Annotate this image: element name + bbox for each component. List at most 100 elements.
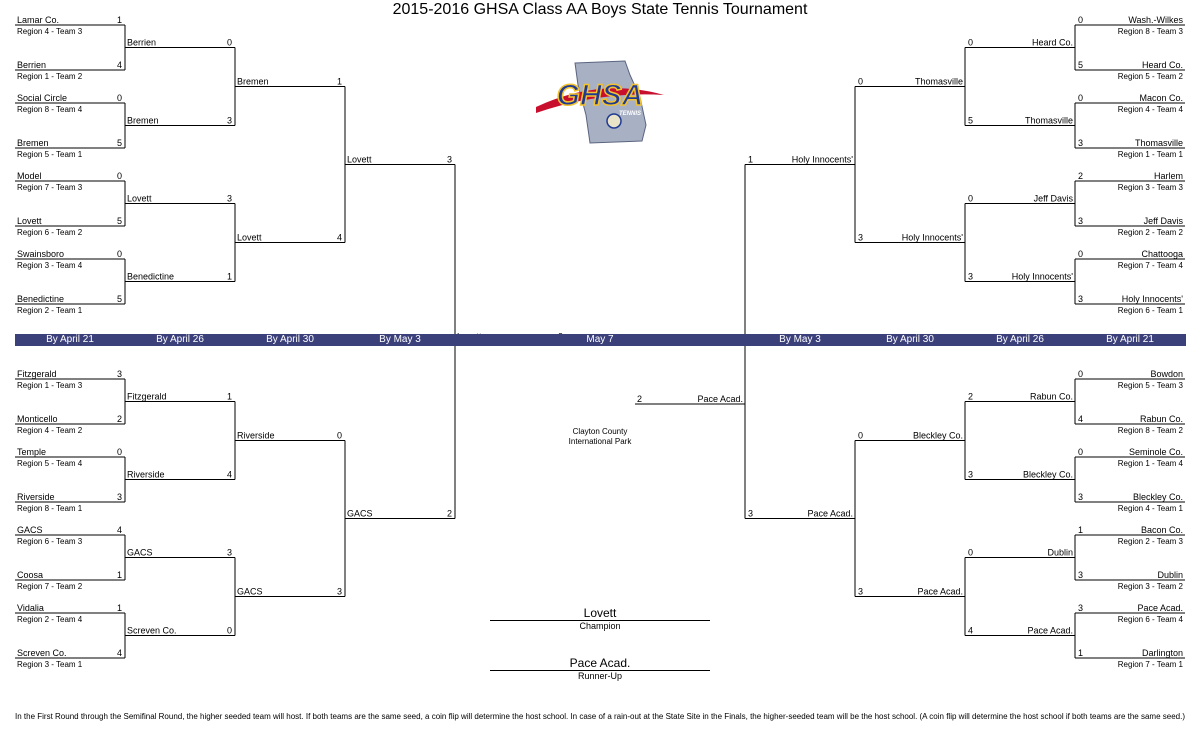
- left-r1-team: Vidalia: [17, 603, 44, 613]
- left-r2-team: Bremen: [127, 116, 159, 126]
- right-r1-score: 3: [1078, 294, 1083, 304]
- left-r1-score: 3: [117, 492, 122, 502]
- left-r1-score: 1: [117, 15, 122, 25]
- right-r2-score: 3: [968, 272, 973, 282]
- right-r3-score: 3: [858, 587, 863, 597]
- venue-line-1: Clayton County: [572, 427, 628, 436]
- right-r1-seed: Region 7 - Team 4: [1118, 261, 1184, 270]
- right-r1-score: 3: [1078, 492, 1083, 502]
- runner-up-label: Runner-Up: [490, 670, 710, 681]
- right-r1-score: 3: [1078, 216, 1083, 226]
- left-r1-team: Model: [17, 171, 42, 181]
- footer-note: In the First Round through the Semifinal…: [15, 712, 1185, 721]
- left-r1-team: Lamar Co.: [17, 15, 59, 25]
- left-r1-team: Swainsboro: [17, 249, 64, 259]
- left-r1-seed: Region 7 - Team 2: [17, 582, 83, 591]
- right-r1-team: Chattooga: [1141, 249, 1183, 259]
- right-r1-seed: Region 3 - Team 2: [1118, 582, 1184, 591]
- left-r1-seed: Region 6 - Team 3: [17, 537, 83, 546]
- right-r4-team: Holy Innocents': [792, 155, 854, 165]
- left-r1-score: 4: [117, 60, 122, 70]
- logo-subtext: TENNIS: [619, 111, 641, 117]
- right-r2-score: 5: [968, 116, 973, 126]
- right-r1-team: Seminole Co.: [1129, 447, 1183, 457]
- left-r2-team: Riverside: [127, 470, 165, 480]
- right-r4-score: 1: [748, 155, 753, 165]
- logo-wordmark: GHSA: [557, 79, 644, 112]
- left-r3-team: GACS: [237, 587, 263, 597]
- left-r1-score: 0: [117, 249, 122, 259]
- round-label-left-3: By April 30: [266, 334, 314, 345]
- left-r3-score: 4: [337, 233, 342, 243]
- right-r1-team: Bacon Co.: [1141, 525, 1183, 535]
- right-r1-score: 0: [1078, 15, 1083, 25]
- right-r4-score: 3: [748, 509, 753, 519]
- left-r2-team: Fitzgerald: [127, 392, 167, 402]
- left-r3-score: 1: [337, 77, 342, 87]
- left-r3-score: 0: [337, 431, 342, 441]
- round-label-right-3: By April 30: [886, 334, 934, 345]
- left-r1-score: 0: [117, 93, 122, 103]
- right-r1-seed: Region 4 - Team 4: [1118, 105, 1184, 114]
- round-label-left-1: By April 21: [46, 334, 94, 345]
- right-r1-team: Heard Co.: [1142, 60, 1183, 70]
- round-label-right-2: By April 26: [996, 334, 1044, 345]
- page-title: 2015-2016 GHSA Class AA Boys State Tenni…: [392, 1, 808, 18]
- runner-up-team: Pace Acad.: [569, 656, 631, 670]
- left-r1-seed: Region 8 - Team 4: [17, 105, 83, 114]
- right-r1-seed: Region 8 - Team 3: [1118, 27, 1184, 36]
- right-r1-score: 5: [1078, 60, 1083, 70]
- round-label-left-2: By April 26: [156, 334, 204, 345]
- left-r1-seed: Region 5 - Team 4: [17, 459, 83, 468]
- right-r3-team: Pace Acad.: [917, 587, 963, 597]
- right-r1-team: Pace Acad.: [1137, 603, 1183, 613]
- right-final-score: 2: [637, 394, 642, 404]
- right-r1-seed: Region 8 - Team 2: [1118, 426, 1184, 435]
- left-r2-team: Benedictine: [127, 272, 174, 282]
- left-r1-team: Social Circle: [17, 93, 67, 103]
- left-r1-score: 5: [117, 294, 122, 304]
- right-r2-score: 0: [968, 194, 973, 204]
- left-r1-team: Screven Co.: [17, 648, 67, 658]
- left-r1-team: Lovett: [17, 216, 42, 226]
- left-r1-seed: Region 7 - Team 3: [17, 183, 83, 192]
- champion-label: Champion: [490, 620, 710, 631]
- left-r2-team: Berrien: [127, 38, 156, 48]
- right-r1-seed: Region 2 - Team 3: [1118, 537, 1184, 546]
- ghsa-tennis-logo: GHSA TENNIS: [536, 60, 664, 144]
- left-r1-score: 4: [117, 648, 122, 658]
- tennis-ball-icon: [606, 113, 622, 129]
- left-r1-team: Riverside: [17, 492, 55, 502]
- left-r3-team: Riverside: [237, 431, 275, 441]
- right-r1-seed: Region 4 - Team 1: [1118, 504, 1184, 513]
- right-r3-team: Bleckley Co.: [913, 431, 963, 441]
- right-r1-team: Rabun Co.: [1140, 414, 1183, 424]
- left-r1-seed: Region 8 - Team 1: [17, 504, 83, 513]
- right-r3-team: Holy Innocents': [902, 233, 964, 243]
- left-r1-seed: Region 3 - Team 4: [17, 261, 83, 270]
- left-r2-score: 3: [227, 116, 232, 126]
- left-r1-team: Bremen: [17, 138, 49, 148]
- left-r1-team: Coosa: [17, 570, 43, 580]
- right-r3-score: 0: [858, 77, 863, 87]
- left-r4-team: Lovett: [347, 155, 372, 165]
- right-r2-team: Heard Co.: [1032, 38, 1073, 48]
- right-r1-score: 3: [1078, 603, 1083, 613]
- left-r1-score: 5: [117, 138, 122, 148]
- left-r2-score: 4: [227, 470, 232, 480]
- venue-line-2: International Park: [568, 437, 632, 446]
- left-r1-score: 4: [117, 525, 122, 535]
- left-r2-score: 1: [227, 392, 232, 402]
- right-r1-seed: Region 5 - Team 3: [1118, 381, 1184, 390]
- right-r1-seed: Region 1 - Team 1: [1118, 150, 1184, 159]
- left-r3-team: Lovett: [237, 233, 262, 243]
- left-r4-score: 3: [447, 155, 452, 165]
- right-r1-team: Dublin: [1157, 570, 1183, 580]
- right-r1-score: 4: [1078, 414, 1083, 424]
- right-r2-team: Bleckley Co.: [1023, 470, 1073, 480]
- right-r1-score: 1: [1078, 648, 1083, 658]
- left-r1-score: 0: [117, 171, 122, 181]
- right-r2-team: Jeff Davis: [1034, 194, 1074, 204]
- right-r2-score: 0: [968, 38, 973, 48]
- left-r1-team: Monticello: [17, 414, 58, 424]
